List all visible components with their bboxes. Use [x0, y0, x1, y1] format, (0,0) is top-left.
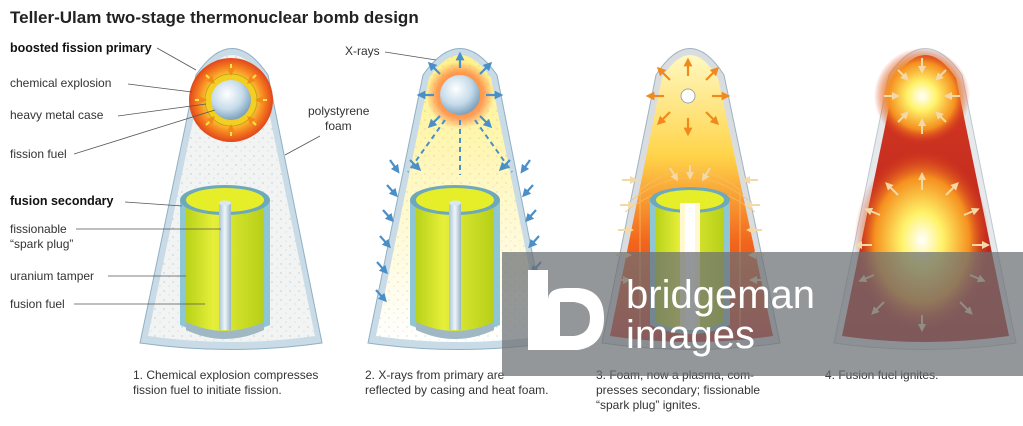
label-fissionable: fissionable — [10, 222, 67, 236]
fission-fuel-sphere-1 — [211, 80, 251, 120]
label-foam: foam — [325, 119, 352, 133]
fire-top-4 — [874, 48, 970, 144]
fusion-secondary-1 — [180, 185, 270, 339]
label-fission-fuel: fission fuel — [10, 147, 67, 161]
ignition-arrows-top-4 — [884, 58, 960, 134]
panel-1 — [139, 48, 323, 350]
compression-arrows-1 — [195, 64, 267, 136]
caption-step-3-line-3: “spark plug” ignites. — [596, 398, 701, 412]
captions: 1. Chemical explosion compresses fission… — [133, 368, 938, 412]
label-boosted-fission-primary: boosted fission primary — [10, 41, 152, 55]
label-chemical-explosion: chemical explosion — [10, 76, 111, 90]
caption-step-1-line-2: fission fuel to initiate fission. — [133, 383, 282, 397]
page-title: Teller-Ulam two-stage thermonuclear bomb… — [10, 8, 419, 27]
label-x-rays: X-rays — [345, 44, 380, 58]
label-uranium-tamper: uranium tamper — [10, 269, 94, 283]
fusion-secondary-2 — [410, 185, 500, 339]
label-fusion-fuel: fusion fuel — [10, 297, 65, 311]
plasma-arrows-top-3 — [645, 57, 731, 137]
xray-dashed-paths-2 — [407, 119, 513, 175]
caption-step-3-line-2: presses secondary; fissionable — [596, 383, 760, 397]
primary-remnant-3 — [680, 88, 696, 104]
caption-step-2-line-2: reflected by casing and heat foam. — [365, 383, 548, 397]
primary-sphere-2 — [440, 75, 480, 115]
caption-step-2-line-1: 2. X-rays from primary are — [365, 368, 505, 382]
label-spark-plug: “spark plug” — [10, 237, 73, 251]
watermark-text-line-2: images — [626, 313, 755, 357]
label-fusion-secondary: fusion secondary — [10, 194, 114, 208]
label-polystyrene: polystyrene — [308, 104, 370, 118]
caption-step-1-line-1: 1. Chemical explosion compresses — [133, 368, 318, 382]
watermark-text-line-1: bridgeman — [626, 273, 815, 317]
label-heavy-metal-case: heavy metal case — [10, 108, 104, 122]
panel-1-labels: boosted fission primary chemical explosi… — [10, 41, 370, 311]
watermark-logo-icon — [528, 270, 604, 350]
xray-arrows-2 — [416, 51, 504, 129]
watermark: bridgeman images — [502, 252, 1023, 376]
